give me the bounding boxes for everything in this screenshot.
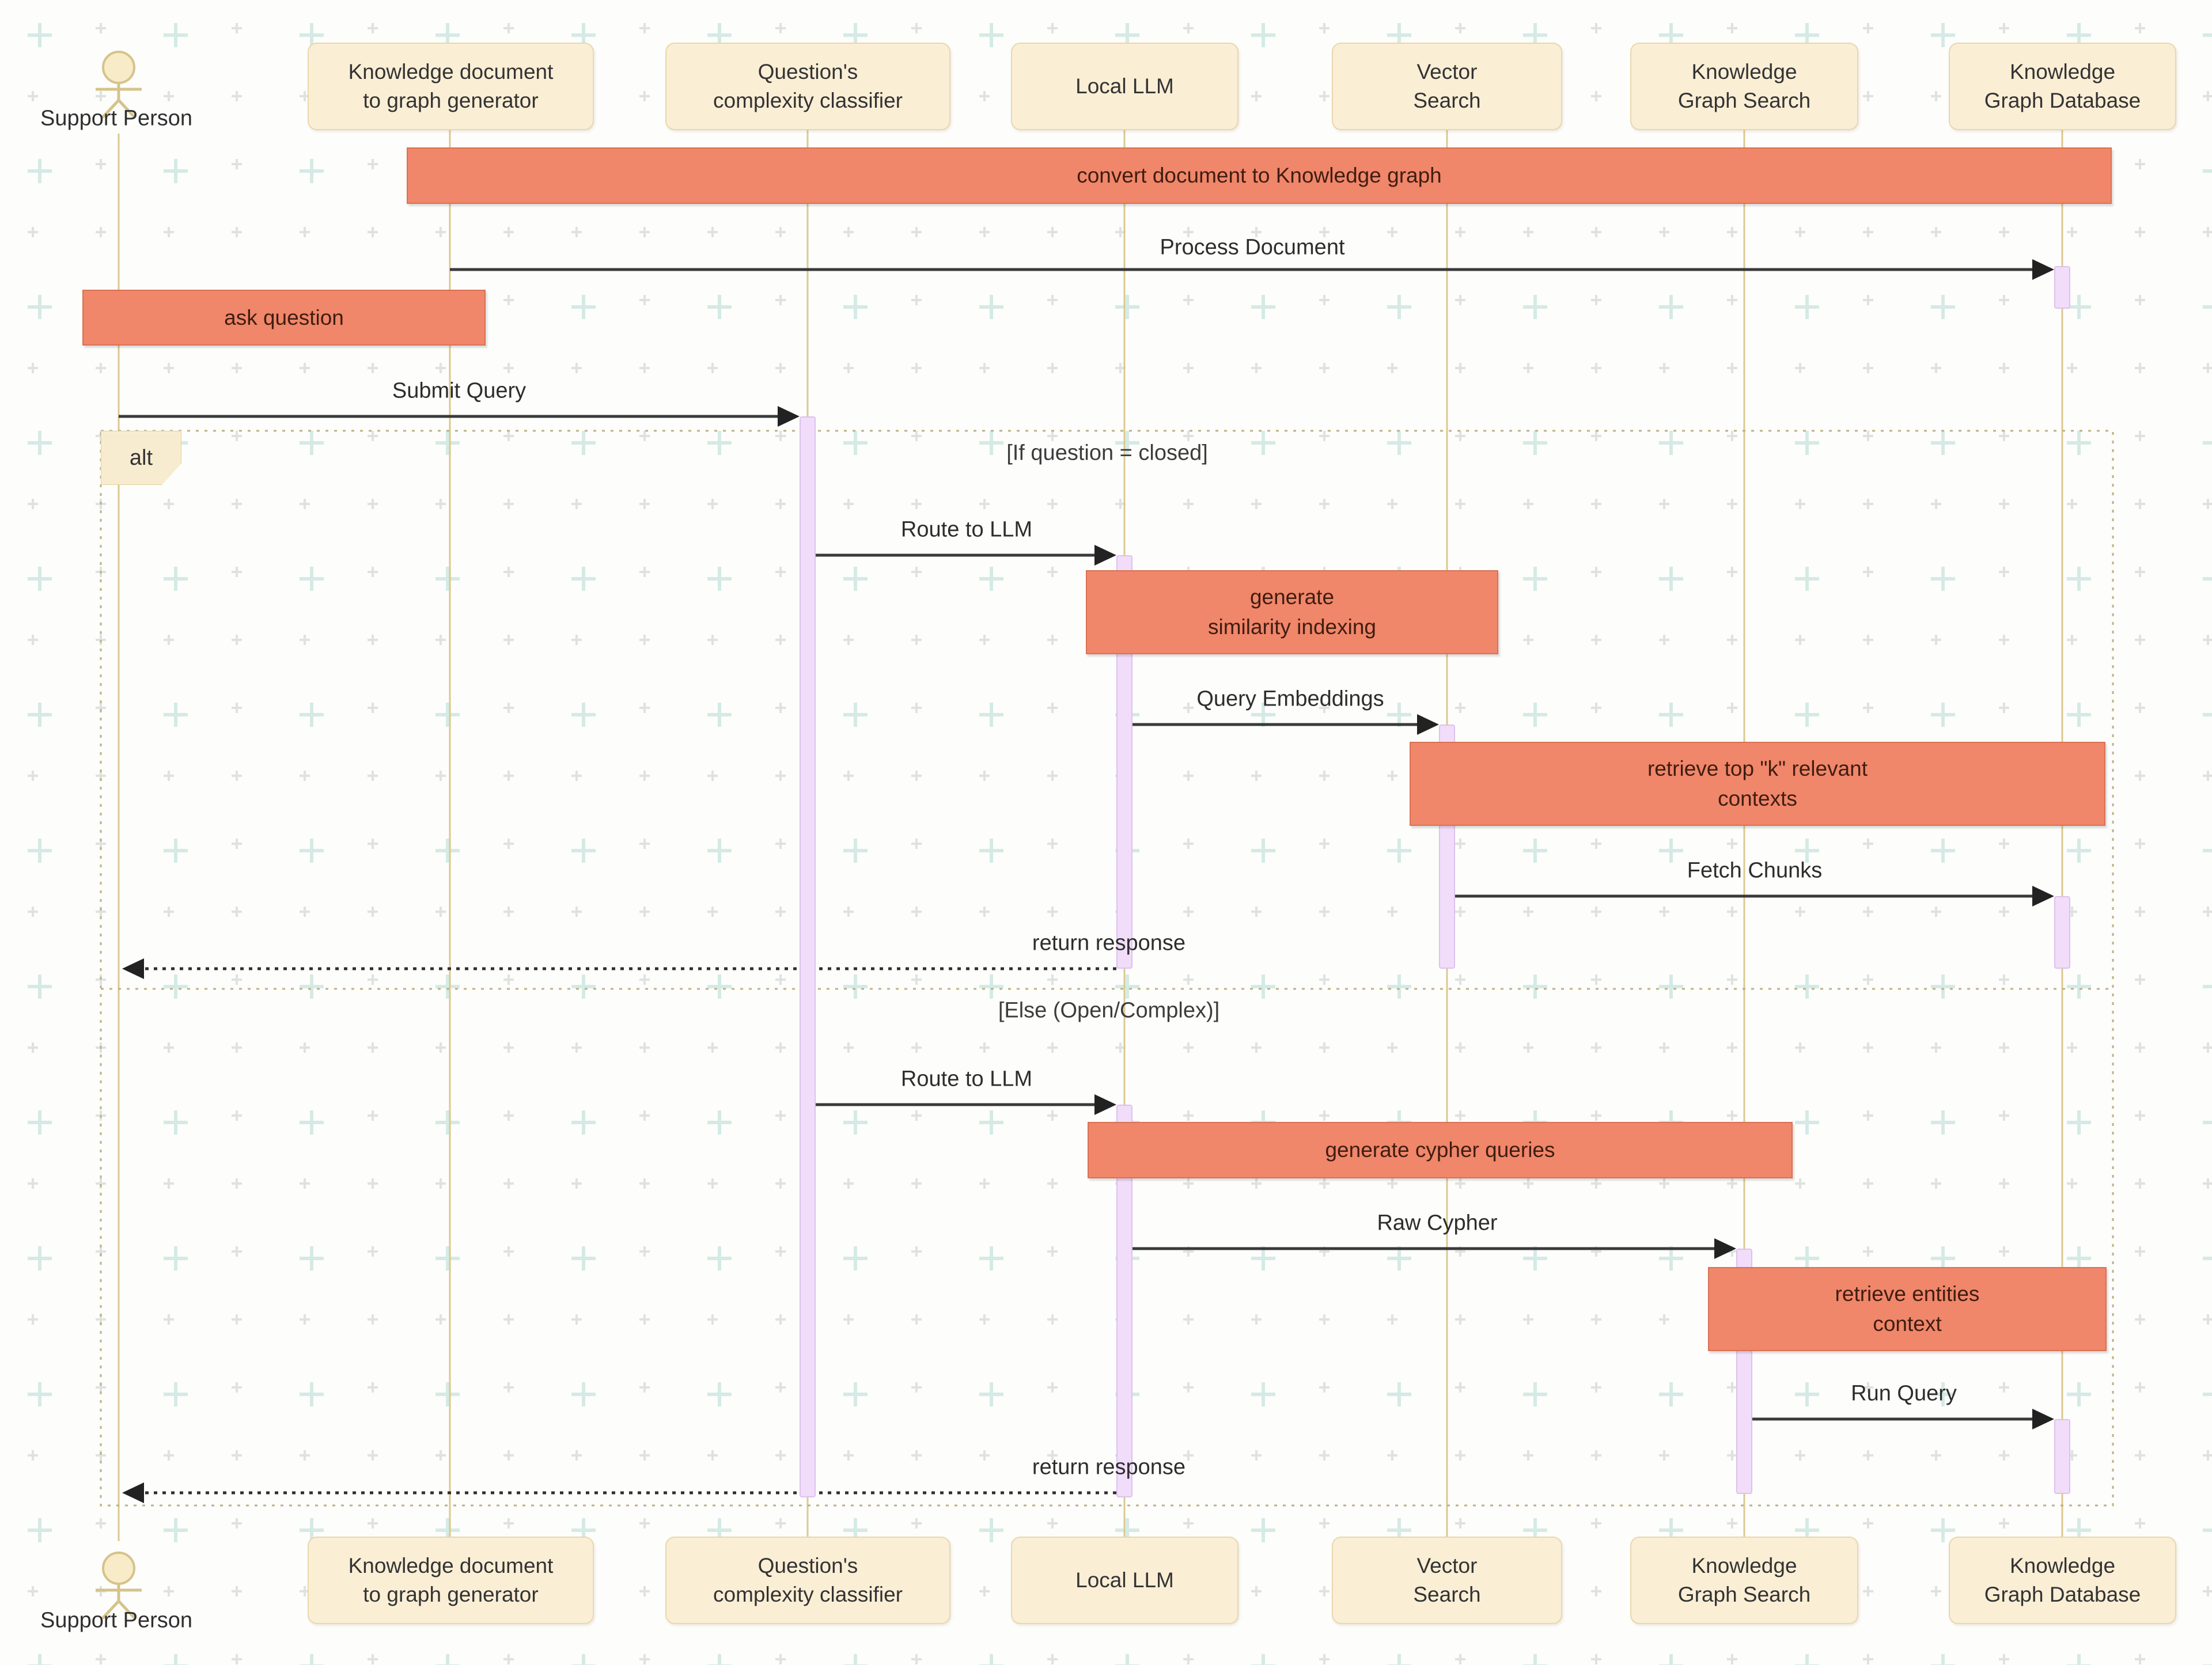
participant-bottom-knowledge-document-generator: Knowledge document to graph generator — [308, 1537, 594, 1624]
submit-query-arrow — [119, 406, 800, 427]
participant-bottom-vector-search: Vector Search — [1332, 1537, 1562, 1624]
participant-top-complexity-classifier: Question's complexity classifier — [665, 43, 950, 130]
alt-operator-label: alt — [101, 431, 181, 485]
message-label-raw-cypher: Raw Cypher — [1377, 1211, 1498, 1235]
participant-bottom-knowledge-graph-search: Knowledge Graph Search — [1630, 1537, 1858, 1624]
participant-top-knowledge-graph-search: Knowledge Graph Search — [1630, 43, 1858, 130]
activation-kg-database-process-document — [2054, 266, 2070, 309]
message-label-query-embeddings: Query Embeddings — [1196, 687, 1384, 711]
actor-icon-top — [96, 51, 142, 119]
participant-bottom-complexity-classifier: Question's complexity classifier — [665, 1537, 950, 1624]
message-label-run-query: Run Query — [1851, 1381, 1957, 1406]
alt-operator-text: alt — [129, 445, 153, 470]
condition-label-if-closed: [If question = closed] — [1006, 441, 1208, 465]
process-document-arrow — [450, 259, 2054, 280]
run-query-arrow — [1752, 1409, 2054, 1429]
return-response-arrow-2 — [122, 1482, 1116, 1503]
message-label-return-response-2: return response — [1032, 1455, 1186, 1480]
message-label-route-to-llm-2: Route to LLM — [900, 1067, 1033, 1091]
fetch-chunks-arrow — [1455, 886, 2054, 907]
message-label-return-response-1: return response — [1032, 931, 1186, 955]
raw-cypher-arrow — [1132, 1238, 1736, 1259]
activation-kg-database-run-query — [2054, 1419, 2070, 1494]
message-label-submit-query: Submit Query — [392, 378, 527, 403]
return-response-arrow-1 — [122, 958, 1116, 979]
note-ask-question: ask question — [82, 290, 486, 346]
condition-label-else-open-complex: [Else (Open/Complex)] — [998, 998, 1220, 1023]
participant-top-knowledge-document-generator: Knowledge document to graph generator — [308, 43, 594, 130]
note-generate-cypher-queries: generate cypher queries — [1088, 1122, 1793, 1178]
note-retrieve-top-k-contexts: retrieve top "k" relevant contexts — [1410, 742, 2105, 826]
note-retrieve-entities-context: retrieve entities context — [1708, 1267, 2107, 1351]
actor-label-top: Support Person — [40, 106, 193, 131]
participant-top-local-llm: Local LLM — [1011, 43, 1238, 130]
participant-top-vector-search: Vector Search — [1332, 43, 1562, 130]
note-convert-document: convert document to Knowledge graph — [407, 147, 2112, 204]
message-label-process-document: Process Document — [1160, 235, 1345, 260]
participant-bottom-knowledge-graph-database: Knowledge Graph Database — [1949, 1537, 2176, 1624]
route-to-llm-arrow-1 — [816, 545, 1116, 566]
query-embeddings-arrow — [1132, 714, 1439, 735]
participant-bottom-local-llm: Local LLM — [1011, 1537, 1238, 1624]
note-generate-similarity-indexing: generate similarity indexing — [1086, 570, 1498, 654]
route-to-llm-arrow-2 — [816, 1094, 1116, 1115]
alt-fragment-border — [100, 430, 2114, 1507]
message-label-fetch-chunks: Fetch Chunks — [1687, 858, 1823, 883]
message-label-route-to-llm-1: Route to LLM — [900, 517, 1033, 542]
participant-top-knowledge-graph-database: Knowledge Graph Database — [1949, 43, 2176, 130]
activation-complexity-classifier — [800, 416, 816, 1497]
actor-label-bottom: Support Person — [40, 1608, 193, 1633]
activation-kg-database-fetch-chunks — [2054, 896, 2070, 969]
